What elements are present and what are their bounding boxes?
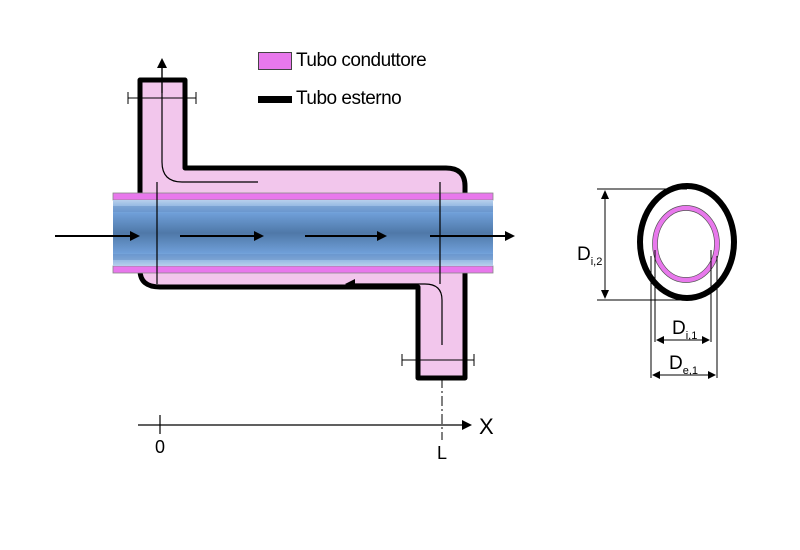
legend-item-conductor: Tubo conduttore <box>258 48 427 74</box>
nozzle-bottom-width-mark <box>401 354 475 366</box>
conductor-tube-section <box>652 205 720 283</box>
conductor-tube-wall-top <box>112 192 494 201</box>
conductor-outer-edge <box>652 205 720 283</box>
di1-arrow-left <box>656 336 664 344</box>
cross-section: Di,2 Di,1 De,1 <box>577 183 737 379</box>
nozzle-top-width-mark <box>127 92 197 104</box>
conductor-tube-wall-bottom <box>112 265 494 274</box>
x-axis-end-label: L <box>437 443 447 463</box>
conductor-inner-edge <box>657 210 715 278</box>
legend-swatch-outer <box>258 95 292 103</box>
de1-arrow-right <box>708 371 716 379</box>
stream-band-lower <box>113 254 493 260</box>
stream-band-upper <box>113 206 493 212</box>
legend-swatch-conductor <box>258 52 292 70</box>
de1-arrow-left <box>652 371 660 379</box>
di2-label: Di,2 <box>577 244 602 268</box>
di1-label: Di,1 <box>672 318 697 342</box>
di1-arrow-right <box>702 336 710 344</box>
annulus-flow-path-top <box>161 93 258 183</box>
di2-arrow-bottom <box>601 290 609 299</box>
legend-item-outer: Tubo esterno <box>258 86 426 112</box>
legend-label-conductor: Tubo conduttore <box>296 50 427 71</box>
legend: Tubo conduttore Tubo esterno <box>258 48 427 124</box>
annulus-flow-path-bottom <box>355 283 443 345</box>
x-axis-label: X <box>479 414 494 439</box>
legend-label-outer: Tubo esterno <box>296 88 402 109</box>
de1-label: De,1 <box>669 353 698 377</box>
x-axis-origin-label: 0 <box>155 437 165 457</box>
di2-arrow-top <box>601 190 609 199</box>
annulus-arrow-head <box>345 279 355 289</box>
